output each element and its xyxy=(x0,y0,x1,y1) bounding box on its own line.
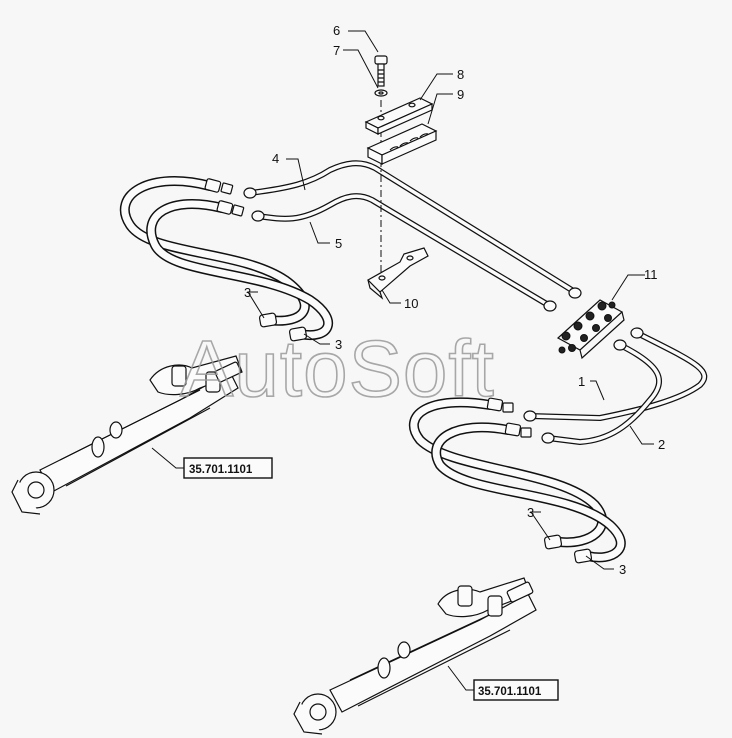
callout-11: 11 xyxy=(644,267,658,282)
callouts: 6 7 8 9 4 5 10 11 3 3 1 2 3 3 xyxy=(244,23,665,577)
fittings xyxy=(204,178,644,564)
hose-right-inner xyxy=(431,422,626,563)
clamp-assembly xyxy=(364,55,438,300)
reference-label-right: 35.701.1101 xyxy=(478,686,542,698)
pipe-4 xyxy=(247,160,578,295)
callout-3-lower-right: 3 xyxy=(619,562,626,577)
callout-1: 1 xyxy=(578,374,585,389)
callout-5: 5 xyxy=(335,236,342,251)
leader-lines xyxy=(151,30,654,691)
watermark-text: AutoSoft xyxy=(180,324,495,413)
hose-left-outer xyxy=(119,176,310,326)
callout-6: 6 xyxy=(333,23,340,38)
pipe-5 xyxy=(255,193,553,309)
callout-10: 10 xyxy=(404,296,418,311)
hose-right-outer xyxy=(409,397,607,548)
reference-label-left: 35.701.1101 xyxy=(189,464,253,476)
reference-box-left[interactable]: 35.701.1101 xyxy=(183,457,273,479)
callout-8: 8 xyxy=(457,67,464,82)
callout-3-lower-left: 3 xyxy=(335,337,342,352)
pipe-2 xyxy=(545,342,663,445)
right-cylinder xyxy=(293,577,537,735)
reference-box-right[interactable]: 35.701.1101 xyxy=(473,679,559,701)
hose-left-inner xyxy=(146,199,334,341)
callout-2: 2 xyxy=(658,437,665,452)
callout-3-upper-right: 3 xyxy=(527,505,534,520)
callout-4: 4 xyxy=(272,151,279,166)
callout-9: 9 xyxy=(457,87,464,102)
pipe-1 xyxy=(527,330,708,421)
manifold-block-11 xyxy=(556,299,625,360)
callout-3-upper-left: 3 xyxy=(244,285,251,300)
callout-7: 7 xyxy=(333,43,340,58)
left-cylinder xyxy=(11,355,243,515)
